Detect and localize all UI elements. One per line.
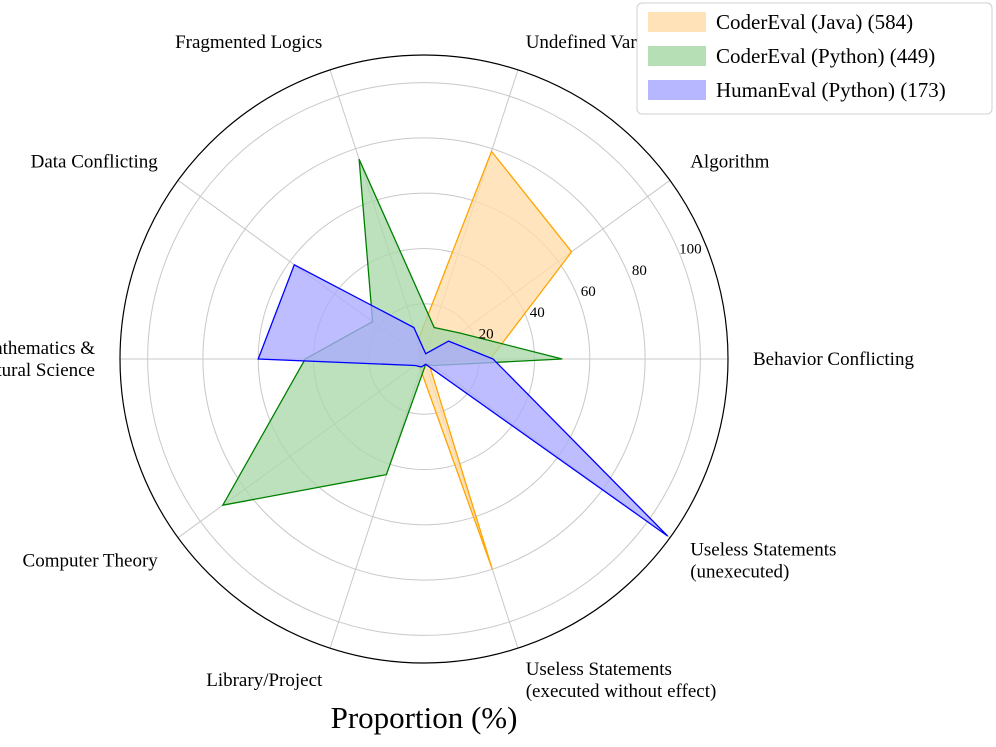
category-label-6-line-2: Natural Science — [0, 360, 95, 381]
category-label-7: Computer Theory — [23, 550, 159, 571]
category-label-9-line-1: Useless Statements — [526, 659, 672, 680]
category-label-10-line-1: Useless Statements — [690, 539, 836, 560]
legend-swatch-2 — [648, 46, 706, 66]
category-label-4: Fragmented Logics — [175, 32, 322, 53]
outer-frame — [119, 54, 729, 664]
category-label-8: Library/Project — [206, 670, 323, 691]
legend-label-3: HumanEval (Python) (173) — [716, 78, 946, 102]
chart-caption: Proportion (%) — [331, 700, 518, 735]
tick-layer: 20 40 60 80 100 — [479, 242, 702, 343]
radial-tick-label-2: 40 — [530, 305, 545, 321]
legend-swatch-3 — [648, 80, 706, 100]
category-label-9-line-2: (executed without effect) — [526, 681, 717, 702]
radial-tick-label-1: 20 — [479, 326, 494, 342]
series-layer — [221, 150, 669, 570]
series-area-3 — [257, 263, 669, 537]
radial-tick-label-3: 60 — [581, 284, 596, 300]
category-label-10-line-2: (unexecuted) — [690, 561, 789, 582]
legend-label-1: CoderEval (Java) (584) — [716, 10, 913, 34]
radial-tick-label-5: 100 — [679, 242, 702, 258]
category-label-1: Behavior Conflicting — [753, 349, 914, 370]
legend: CoderEval (Java) (584) CoderEval (Python)… — [636, 2, 993, 115]
radial-tick-label-4: 80 — [632, 263, 647, 279]
category-label-2: Algorithm — [690, 152, 769, 173]
legend-frame — [636, 2, 993, 115]
category-label-6-line-1: Mathematics & — [0, 338, 95, 359]
legend-label-2: CoderEval (Python) (449) — [716, 44, 935, 68]
category-label-5: Data Conflicting — [31, 152, 159, 173]
legend-swatch-1 — [648, 12, 706, 32]
